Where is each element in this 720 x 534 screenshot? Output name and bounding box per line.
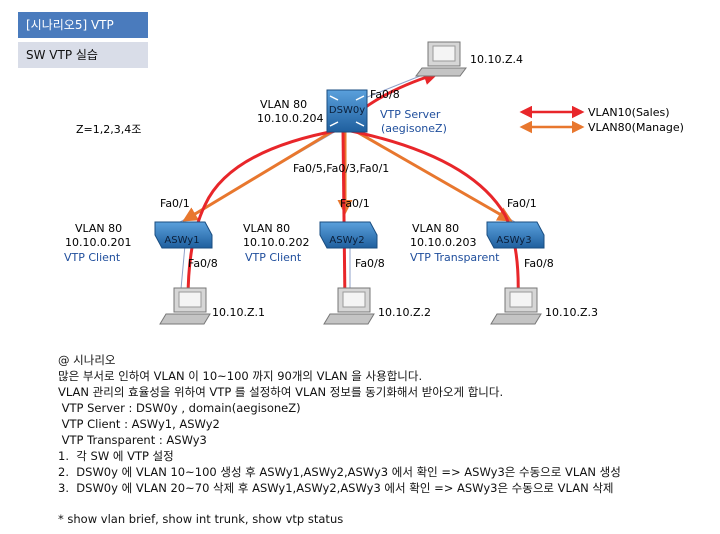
access-switch-3-name: ASWy3 xyxy=(496,235,531,246)
slide-subtitle: SW VTP 실습 xyxy=(18,42,148,68)
scenario-line: VLAN 관리의 효율성을 위하여 VTP 를 설정하여 VLAN 정보를 동기… xyxy=(58,385,504,399)
pc-3-ip: 10.10.Z.3 xyxy=(545,306,598,319)
scenario-line: VTP Server : DSW0y , domain(aegisoneZ) xyxy=(58,401,301,415)
asw2-ip: 10.10.0.202 xyxy=(243,236,309,249)
show-commands-note: * show vlan brief, show int trunk, show … xyxy=(58,512,344,526)
asw1-ip: 10.10.0.201 xyxy=(65,236,131,249)
pc-top-ip: 10.10.Z.4 xyxy=(470,53,523,66)
core-switch-name: DSW0y xyxy=(329,105,365,116)
asw3-port-down: Fa0/8 xyxy=(524,257,554,270)
scenario-line: 많은 부서로 인하여 VLAN 이 10~100 까지 90개의 VLAN 을 … xyxy=(58,369,423,383)
slide-title: [시나리오5] VTP xyxy=(18,12,148,38)
asw2-port-down: Fa0/8 xyxy=(355,257,385,270)
asw3-role: VTP Transparent xyxy=(410,251,500,264)
access-switch-1[interactable]: ASWy1 xyxy=(154,221,213,249)
pc-3[interactable] xyxy=(490,287,542,325)
asw3-vlan: VLAN 80 xyxy=(412,222,459,235)
access-switch-3[interactable]: ASWy3 xyxy=(486,221,545,249)
scenario-line: 2. DSW0y 에 VLAN 10~100 생성 후 ASWy1,ASWy2,… xyxy=(58,465,621,479)
core-ports-down: Fa0/5,Fa0/3,Fa0/1 xyxy=(293,162,389,175)
pc-1[interactable] xyxy=(159,287,211,325)
legend-vlan10: VLAN10(Sales) xyxy=(588,106,670,119)
core-role: VTP Server xyxy=(380,108,441,121)
access-switch-1-name: ASWy1 xyxy=(164,235,199,246)
legend: VLAN10(Sales) VLAN80(Manage) xyxy=(519,105,684,134)
asw1-role: VTP Client xyxy=(64,251,121,264)
access-switch-2[interactable]: ASWy2 xyxy=(319,221,378,249)
pc-top[interactable] xyxy=(415,41,467,77)
asw2-role: VTP Client xyxy=(245,251,302,264)
asw3-port-up: Fa0/1 xyxy=(507,197,537,210)
pc-2-ip: 10.10.Z.2 xyxy=(378,306,431,319)
scenario-line: 1. 각 SW 에 VTP 설정 xyxy=(58,449,174,463)
scenario-line: VTP Client : ASWy1, ASWy2 xyxy=(58,417,220,431)
scenario-text: @ 시나리오 많은 부서로 인하여 VLAN 이 10~100 까지 90개의 … xyxy=(58,352,698,496)
scenario-heading: @ 시나리오 xyxy=(58,353,116,367)
access-switch-2-name: ASWy2 xyxy=(329,235,364,246)
scenario-line: 3. DSW0y 에 VLAN 20~70 삭제 후 ASWy1,ASWy2,A… xyxy=(58,481,614,495)
asw2-vlan: VLAN 80 xyxy=(243,222,290,235)
core-domain: (aegisoneZ) xyxy=(381,122,447,135)
z-note: Z=1,2,3,4조 xyxy=(76,123,141,136)
core-ip: 10.10.0.204 xyxy=(257,112,323,125)
pc-2[interactable] xyxy=(323,287,375,325)
legend-vlan80: VLAN80(Manage) xyxy=(588,121,684,134)
core-port-up: Fa0/8 xyxy=(370,88,400,101)
asw2-port-up: Fa0/1 xyxy=(340,197,370,210)
core-switch[interactable]: DSW0y xyxy=(326,89,368,133)
asw1-vlan: VLAN 80 xyxy=(75,222,122,235)
asw1-port-up: Fa0/1 xyxy=(160,197,190,210)
pc-1-ip: 10.10.Z.1 xyxy=(212,306,265,319)
asw1-port-down: Fa0/8 xyxy=(188,257,218,270)
scenario-line: VTP Transparent : ASWy3 xyxy=(58,433,207,447)
asw3-ip: 10.10.0.203 xyxy=(410,236,476,249)
core-vlan: VLAN 80 xyxy=(260,98,307,111)
